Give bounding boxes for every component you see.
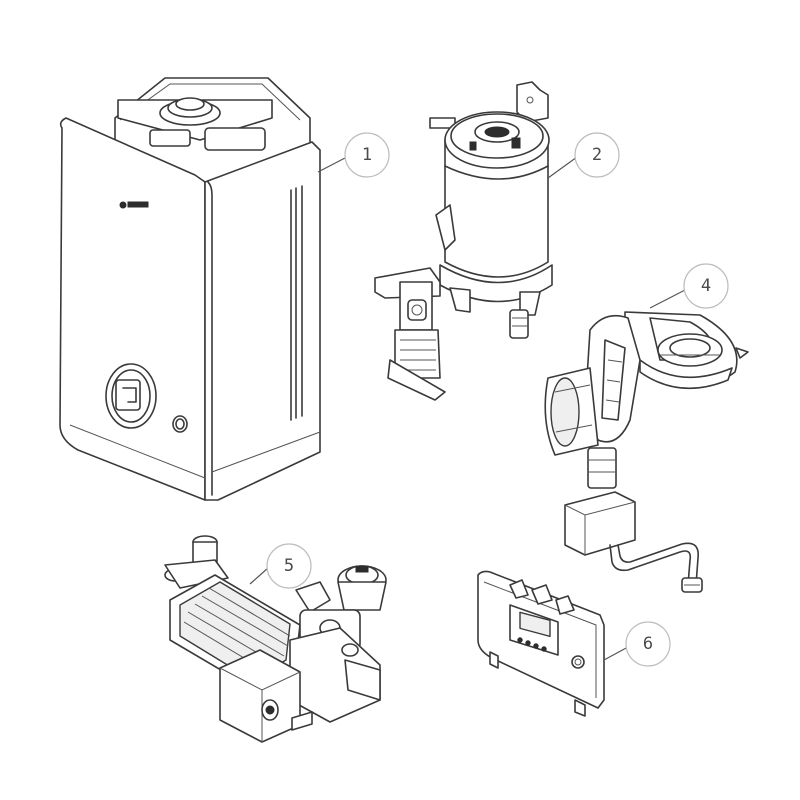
leader-5 — [249, 567, 269, 585]
leader-2 — [547, 156, 578, 179]
part-boiler-casing — [59, 77, 321, 501]
callout-1: 1 — [344, 132, 390, 178]
callout-6: 6 — [625, 621, 671, 667]
callout-2-label: 2 — [592, 145, 602, 165]
callout-4-label: 4 — [701, 276, 711, 296]
part-control-panel — [477, 570, 605, 717]
callout-6-label: 6 — [643, 634, 653, 654]
callout-4: 4 — [683, 263, 729, 309]
leader-6 — [603, 646, 629, 661]
callout-2: 2 — [574, 132, 620, 178]
callout-5-label: 5 — [284, 556, 294, 576]
part-fan-gas-valve — [544, 311, 749, 593]
leader-4 — [649, 289, 686, 309]
callout-5: 5 — [266, 543, 312, 589]
part-heat-cell — [374, 81, 553, 401]
callout-1-label: 1 — [362, 145, 372, 165]
leader-1 — [317, 157, 346, 173]
part-hydraulic-group — [164, 535, 387, 743]
